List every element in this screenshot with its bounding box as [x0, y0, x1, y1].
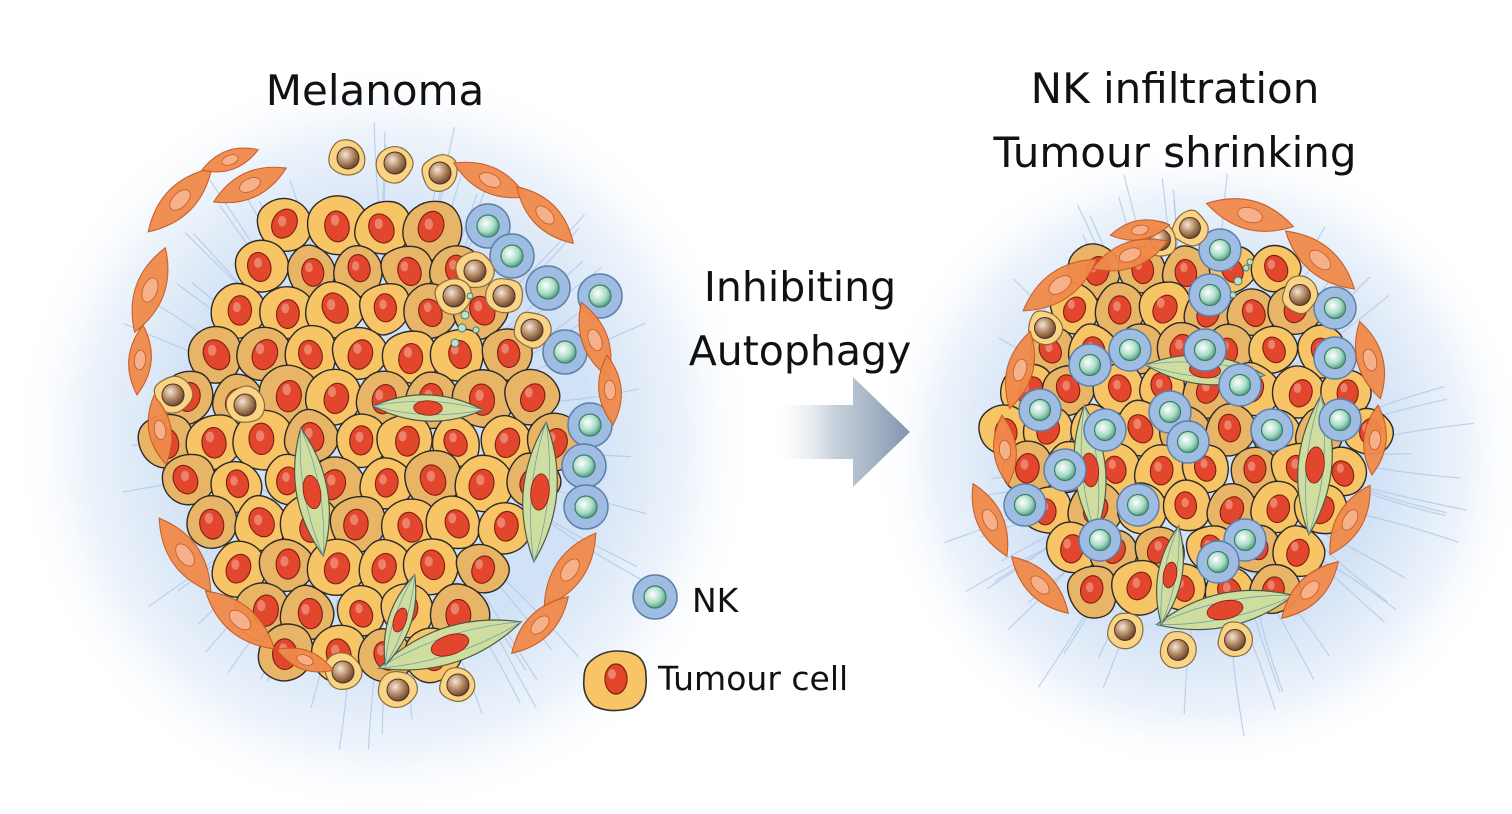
nk-cell	[1184, 329, 1226, 371]
nk-cell	[490, 234, 534, 278]
vesicle	[467, 293, 473, 299]
nk-cell	[1197, 541, 1239, 583]
arrow-label-inhibiting: Inhibiting	[670, 267, 930, 308]
legend-tumour-label: Tumour cell	[658, 662, 848, 695]
myeloid-cell	[1218, 622, 1252, 657]
vesicle	[451, 339, 459, 347]
nk-cell	[1251, 409, 1293, 451]
nk-cell	[1084, 409, 1126, 451]
nk-cell	[1314, 287, 1356, 329]
nk-cell	[562, 444, 606, 488]
tumour-shrinking-title: Tumour shrinking	[980, 132, 1370, 174]
vesicle	[473, 327, 479, 333]
vesicle	[1243, 265, 1249, 271]
nk-cell	[1219, 364, 1261, 406]
tumour-cell	[187, 496, 237, 549]
nk-cell	[526, 266, 570, 310]
nk-cell	[1167, 421, 1209, 463]
nk-cell	[1319, 399, 1361, 441]
nk-cell	[1004, 484, 1046, 526]
tumour-cell	[1163, 480, 1210, 531]
legend-nk-label: NK	[692, 584, 738, 617]
vesicle	[461, 311, 469, 319]
nk-cell	[1079, 519, 1121, 561]
nk-cell	[1069, 344, 1111, 386]
vesicle	[458, 324, 466, 332]
myeloid-cell	[440, 668, 475, 702]
legend-nk-icon	[633, 575, 677, 619]
arrow-label-autophagy: Autophagy	[670, 331, 930, 372]
vesicle	[1247, 259, 1253, 265]
nk-infiltration-title: NK infiltration	[990, 68, 1360, 110]
myeloid-cell	[1160, 632, 1196, 669]
vesicle	[1230, 292, 1236, 298]
nk-cell	[1109, 329, 1151, 371]
nk-cell	[1117, 484, 1159, 526]
legend-tumour-icon	[584, 651, 647, 711]
nk-cell	[1189, 274, 1231, 316]
nk-cell	[1314, 337, 1356, 379]
myeloid-cell	[486, 279, 523, 313]
vesicle	[1234, 277, 1242, 285]
nk-cell	[564, 485, 608, 529]
melanoma-title: Melanoma	[230, 70, 520, 112]
myeloid-cell	[1108, 613, 1143, 649]
nk-cell	[1044, 449, 1086, 491]
nk-cell	[1019, 389, 1061, 431]
